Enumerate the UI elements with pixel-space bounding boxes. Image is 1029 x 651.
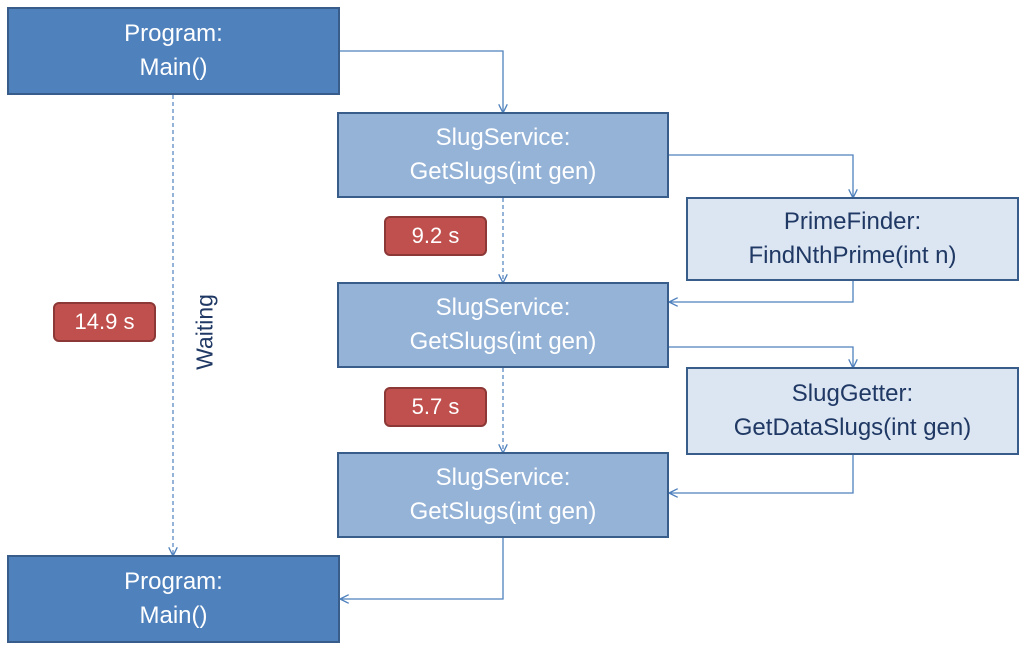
node-prime-finder-class: PrimeFinder: bbox=[783, 208, 922, 235]
timing-badge-step-2: 5.7 s bbox=[384, 387, 487, 427]
arrow-service-2-to-slug-getter bbox=[669, 346, 853, 367]
node-slug-service-3: SlugService: GetSlugs(int gen) bbox=[337, 452, 669, 538]
node-program-main-top-class: Program: bbox=[124, 20, 223, 47]
node-slug-service-2-class: SlugService: bbox=[435, 294, 571, 321]
timing-badge-total-label: 14.9 s bbox=[74, 309, 135, 334]
node-program-main-bottom: Program: Main() bbox=[7, 555, 340, 643]
timing-badge-step-1: 9.2 s bbox=[384, 216, 487, 256]
timing-badge-step-2-label: 5.7 s bbox=[411, 394, 460, 419]
arrow-service-1-to-prime-finder bbox=[669, 154, 853, 197]
node-slug-service-3-class: SlugService: bbox=[435, 464, 571, 491]
node-program-main-bottom-class: Program: bbox=[124, 568, 223, 595]
arrow-prime-finder-to-service-2 bbox=[670, 281, 854, 302]
node-slug-service-3-method: GetSlugs(int gen) bbox=[409, 498, 597, 525]
node-slug-service-2: SlugService: GetSlugs(int gen) bbox=[337, 282, 669, 368]
node-program-main-top: Program: Main() bbox=[7, 7, 340, 95]
arrow-main-to-service-1 bbox=[340, 50, 503, 112]
timing-badge-step-1-label: 9.2 s bbox=[411, 223, 460, 248]
waiting-label: Waiting bbox=[191, 294, 218, 370]
node-prime-finder-method: FindNthPrime(int n) bbox=[748, 242, 957, 269]
node-program-main-bottom-method: Main() bbox=[139, 602, 208, 629]
arrow-service-3-to-main-bottom bbox=[341, 538, 504, 599]
node-slug-getter-class: SlugGetter: bbox=[791, 380, 914, 407]
node-slug-service-2-method: GetSlugs(int gen) bbox=[409, 328, 597, 355]
timing-badge-total: 14.9 s bbox=[53, 302, 156, 342]
node-program-main-top-method: Main() bbox=[139, 54, 208, 81]
node-slug-service-1: SlugService: GetSlugs(int gen) bbox=[337, 112, 669, 198]
node-slug-service-1-class: SlugService: bbox=[435, 124, 571, 151]
node-slug-getter-method: GetDataSlugs(int gen) bbox=[733, 414, 972, 441]
node-slug-getter: SlugGetter: GetDataSlugs(int gen) bbox=[686, 367, 1019, 455]
arrow-slug-getter-to-service-3 bbox=[670, 455, 854, 493]
node-prime-finder: PrimeFinder: FindNthPrime(int n) bbox=[686, 197, 1019, 281]
node-slug-service-1-method: GetSlugs(int gen) bbox=[409, 158, 597, 185]
